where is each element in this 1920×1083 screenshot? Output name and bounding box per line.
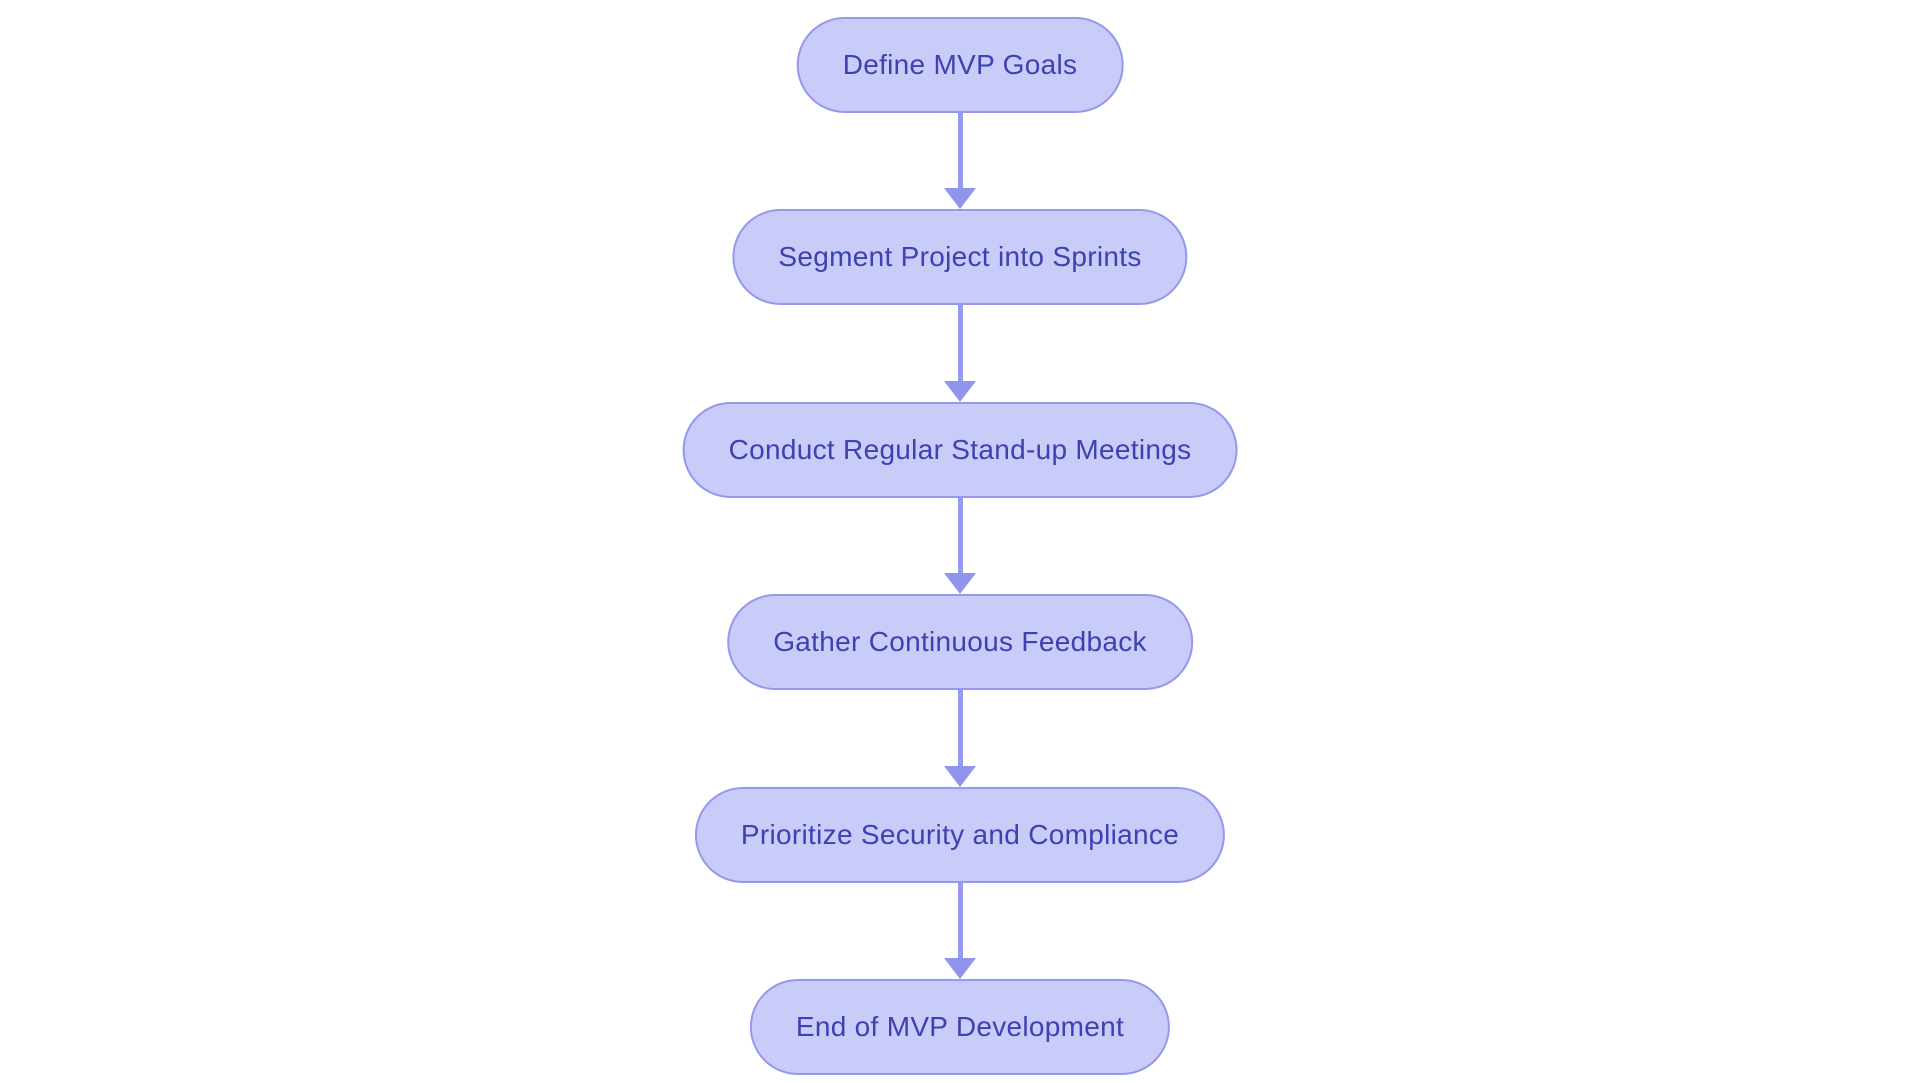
flowchart-node-define-mvp-goals: Define MVP Goals (796, 17, 1124, 113)
flowchart-node-prioritize-security-and-compliance: Prioritize Security and Compliance (694, 787, 1226, 883)
node-label: End of MVP Development (795, 1011, 1125, 1042)
node-label: Conduct Regular Stand-up Meetings (728, 434, 1192, 465)
flowchart-edge-2 (944, 305, 976, 402)
arrow-line (957, 498, 963, 573)
flowchart-edge-5 (944, 883, 976, 979)
flowchart-edge-1 (944, 113, 976, 209)
arrow-head-down-icon (944, 766, 976, 787)
arrow-line (957, 113, 963, 188)
flowchart-node-conduct-regular-stand-up-meetings: Conduct Regular Stand-up Meetings (682, 402, 1238, 498)
arrow-head-down-icon (944, 188, 976, 209)
node-label: Prioritize Security and Compliance (740, 819, 1180, 850)
arrow-line (957, 883, 963, 958)
arrow-head-down-icon (944, 573, 976, 594)
arrow-head-down-icon (944, 381, 976, 402)
flowchart-node-end-of-mvp-development: End of MVP Development (749, 979, 1171, 1075)
flowchart-edge-3 (944, 498, 976, 594)
node-label: Define MVP Goals (842, 49, 1078, 80)
arrow-line (957, 690, 963, 766)
node-label: Gather Continuous Feedback (773, 626, 1147, 657)
arrow-head-down-icon (944, 958, 976, 979)
node-label: Segment Project into Sprints (778, 241, 1142, 272)
flowchart-node-gather-continuous-feedback: Gather Continuous Feedback (727, 594, 1193, 690)
flowchart-node-segment-project-into-sprints: Segment Project into Sprints (732, 209, 1188, 305)
arrow-line (957, 305, 963, 381)
flowchart-edge-4 (944, 690, 976, 787)
